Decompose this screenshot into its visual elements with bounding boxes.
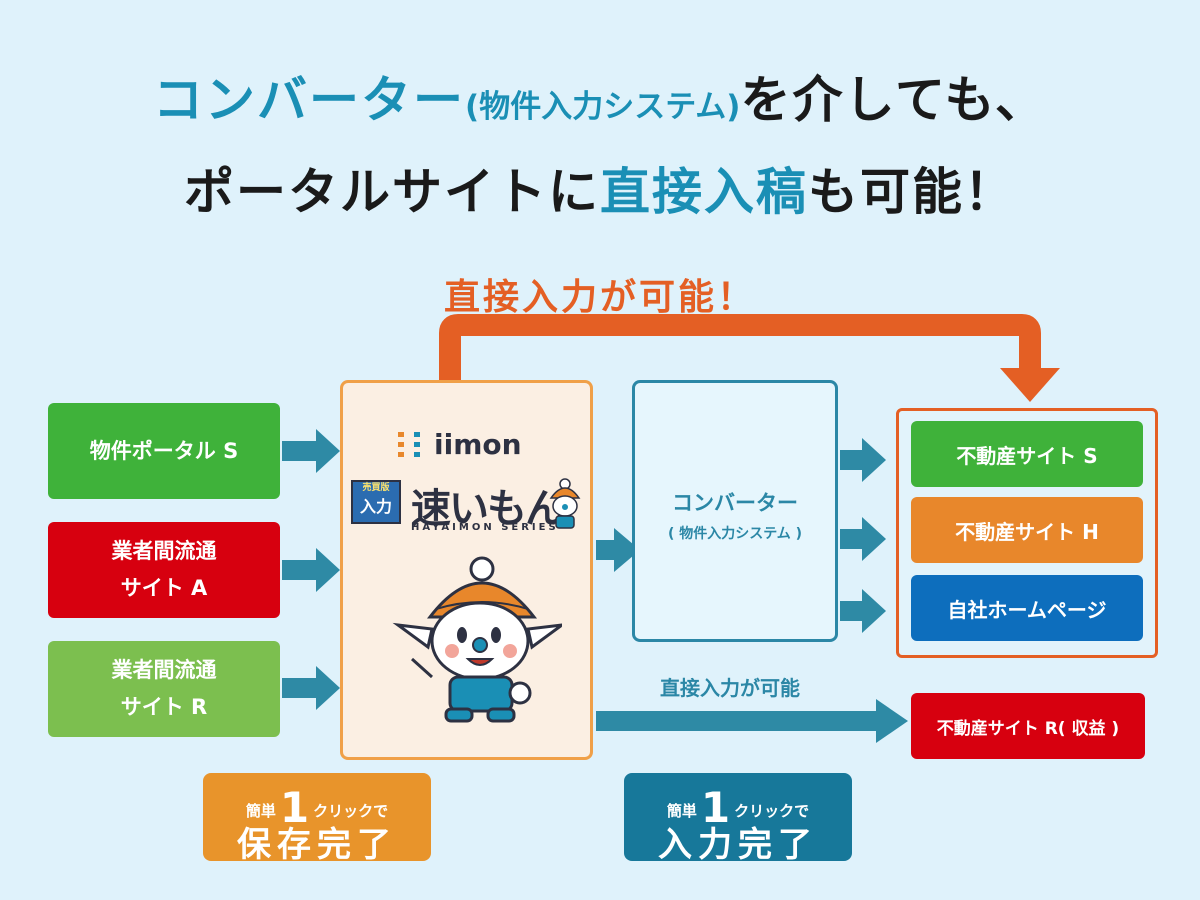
iimon-logo-icon — [398, 431, 420, 457]
target-sites-group: 不動産サイト S 不動産サイト H 自社ホームページ — [896, 408, 1158, 658]
badge-save-main: 保存完了 — [237, 825, 397, 865]
target-site-s: 不動産サイト S — [911, 421, 1143, 487]
source-site-r-line1: 業者間流通 — [111, 658, 217, 683]
target-site-r-revenue: 不動産サイト R( 収益 ) — [911, 693, 1145, 759]
badge-save-suffix: クリックで — [313, 802, 389, 820]
badge-input-prefix: 簡単 — [666, 802, 697, 820]
source-portal-s-label: 物件ポータル S — [89, 438, 239, 463]
target-own-homepage: 自社ホームページ — [911, 575, 1143, 641]
source-site-a: 業者間流通 サイト A — [48, 522, 280, 618]
headline-line-1: コンバーター(物件入力システム)を介しても、 — [0, 60, 1200, 132]
badge-save-number: 1 — [279, 783, 310, 832]
badge-input-suffix: クリックで — [734, 802, 810, 820]
hayaimon-logo: 売買版 入力 速いもん HAYAIMON SERIES — [351, 476, 591, 536]
badge-save-prefix: 簡単 — [245, 802, 276, 820]
hayaimon-badge: 売買版 入力 — [351, 480, 401, 524]
iimon-logo-text: iimon — [434, 428, 522, 461]
small-mascot-icon — [549, 478, 581, 529]
direct-input-callout: 直接入力が可能！ — [443, 277, 756, 318]
arrow-source-2 — [282, 548, 340, 592]
arrow-target-3 — [840, 589, 886, 633]
arrow-direct-revenue — [596, 699, 908, 743]
arrow-panel-converter — [596, 528, 640, 572]
converter-title: コンバーター — [672, 491, 798, 515]
headline-highlight: 直接入稿 — [600, 163, 808, 221]
arrow-target-1 — [840, 438, 886, 482]
headline-line1-rest: を介しても、 — [740, 71, 1047, 129]
headline-line2-end: も可能！ — [808, 163, 1016, 221]
source-site-r: 業者間流通 サイト R — [48, 641, 280, 737]
source-site-r-line2: サイト R — [120, 695, 208, 719]
source-site-a-line2: サイト A — [120, 576, 208, 600]
badge-input-main: 入力完了 — [658, 825, 818, 865]
iimon-logo: iimon — [396, 428, 522, 461]
source-site-a-line1: 業者間流通 — [111, 539, 217, 564]
arrow-source-3 — [282, 666, 340, 710]
target-site-h: 不動産サイト H — [911, 497, 1143, 563]
mascot-illustration — [392, 556, 562, 723]
hayaimon-badge-top: 売買版 — [362, 483, 390, 493]
converter-subtitle: ( 物件入力システム ) — [667, 526, 803, 542]
arrow-target-2 — [840, 517, 886, 561]
orange-arrowhead — [1000, 368, 1060, 402]
badge-input-number: 1 — [700, 783, 731, 832]
headline-line-2: ポータルサイトに直接入稿も可能！ — [0, 152, 1200, 224]
direct-input-label: 直接入力が可能 — [660, 676, 800, 700]
source-portal-s: 物件ポータル S — [48, 403, 280, 499]
headline-converter-sub: (物件入力システム) — [465, 89, 741, 125]
hayaimon-series: HAYAIMON SERIES — [411, 522, 559, 533]
orange-bypass-arrow — [439, 314, 1041, 382]
headline-converter: コンバーター — [153, 71, 466, 129]
hayaimon-logo-text: 速いもん — [411, 485, 565, 532]
hayaimon-badge-label: 入力 — [359, 497, 392, 516]
headline-line2-start: ポータルサイトに — [184, 163, 600, 221]
converter-box: コンバーター ( 物件入力システム ) — [632, 380, 838, 642]
arrow-source-1 — [282, 429, 340, 473]
